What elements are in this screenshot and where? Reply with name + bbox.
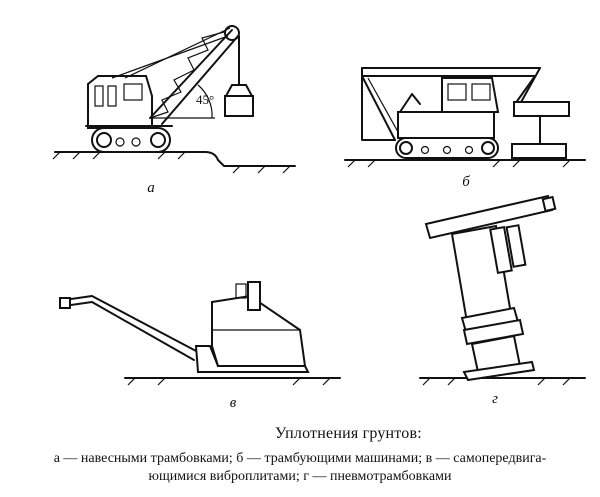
angle-label: 45° <box>196 92 215 107</box>
panel-g-pneumatic-tamper-drawing <box>419 194 586 386</box>
panel-label-v: в <box>229 395 237 411</box>
panel-v-vibroplate-drawing <box>59 281 341 386</box>
figure-title: Уплотнения грунтов: <box>275 425 422 442</box>
panel-a-crane-drawing <box>52 25 296 174</box>
panel-label-b: б <box>462 174 470 190</box>
panel-label-a: а <box>147 180 155 196</box>
panel-b-tamping-machine-drawing <box>344 67 586 168</box>
caption-line-2: ющимися виброплитами; г — пневмотрамбовк… <box>148 469 452 484</box>
caption-line-1: а — навесными трамбовками; б — трамбующи… <box>53 451 547 466</box>
panel-label-g: г <box>492 391 498 407</box>
figure-caption: а — навесными трамбовками; б — трамбующи… <box>0 450 600 486</box>
